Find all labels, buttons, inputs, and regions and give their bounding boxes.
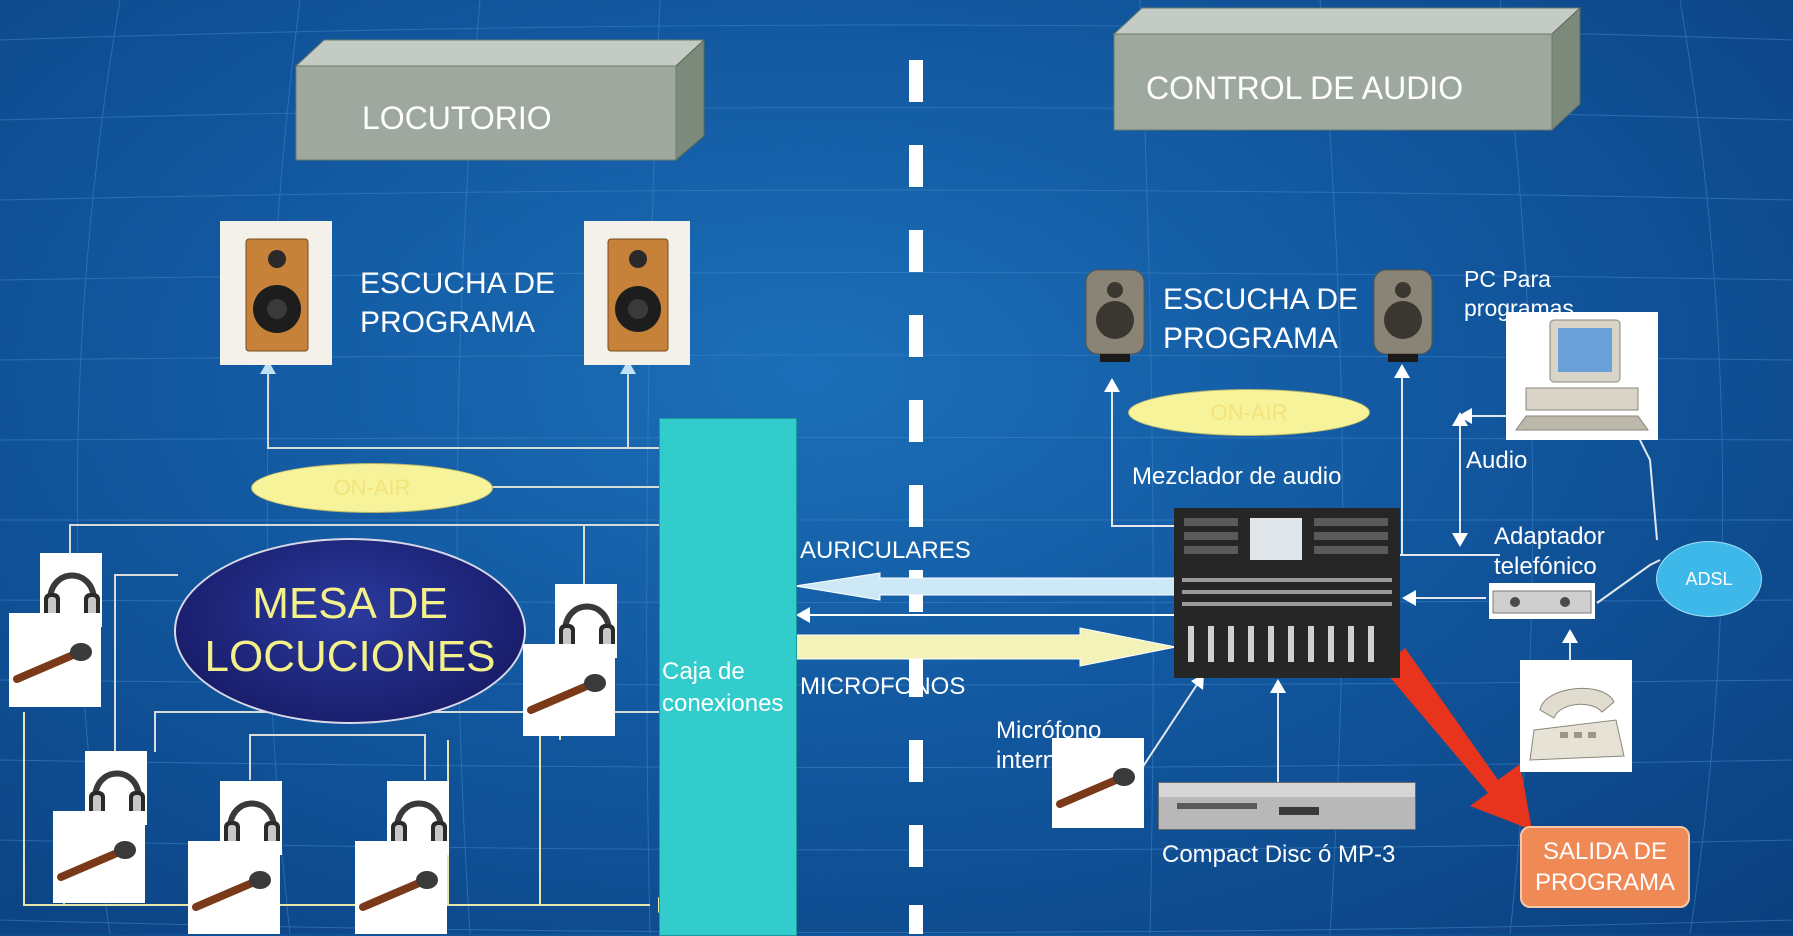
control-box xyxy=(1112,6,1582,132)
adsl-node: ADSL xyxy=(1656,541,1762,617)
auriculares-label: AURICULARES xyxy=(800,537,971,564)
left-speaker-1 xyxy=(220,221,332,365)
caja-conexiones xyxy=(659,418,797,936)
computer-icon xyxy=(1515,319,1649,431)
speaker-icon xyxy=(607,238,669,352)
internal-microphone-image xyxy=(1052,738,1144,828)
studio-monitor-icon xyxy=(1085,269,1145,362)
studio-monitor-icon xyxy=(1373,269,1433,362)
microphone-icon xyxy=(188,841,280,934)
audio-label: Audio xyxy=(1466,447,1528,474)
adaptador-image xyxy=(1489,583,1595,619)
caja-label: Caja de conexiones xyxy=(662,658,784,718)
cd-player-image xyxy=(1158,782,1416,830)
microphone-icon xyxy=(53,811,145,903)
locutorio-box xyxy=(294,38,706,162)
left-speaker-2 xyxy=(584,221,690,365)
right-speaker-1 xyxy=(1082,268,1148,364)
mesa-locuciones: MESA DE LOCUCIONES xyxy=(174,538,526,724)
locutorio-title: LOCUTORIO xyxy=(362,100,552,136)
speaker-icon xyxy=(245,238,309,352)
mezclador-label: Mezclador de audio xyxy=(1132,463,1342,490)
adaptador-label: Adaptador telefónico xyxy=(1494,523,1605,580)
cd-player-icon xyxy=(1159,783,1415,815)
left-monitor-label: ESCUCHA DE PROGRAMA xyxy=(360,267,556,339)
microphone-icon xyxy=(355,841,447,934)
phone-adapter-icon xyxy=(1492,590,1592,614)
microphone-icon xyxy=(523,644,615,736)
microfonos-label: MICROFONOS xyxy=(800,673,966,700)
cd-label: Compact Disc ó MP-3 xyxy=(1162,841,1396,868)
onair-right: ON-AIR xyxy=(1128,389,1370,436)
telephone-icon xyxy=(1529,687,1625,761)
microphone-icon xyxy=(1052,738,1144,828)
right-monitor-label: ESCUCHA DE PROGRAMA xyxy=(1163,283,1359,355)
control-title: CONTROL DE AUDIO xyxy=(1146,70,1464,106)
program-output-arrow xyxy=(1382,648,1532,830)
right-speaker-2 xyxy=(1370,268,1436,364)
mixer-icon xyxy=(1174,508,1400,678)
mixer-image xyxy=(1174,508,1400,678)
salida-programa: SALIDA DE PROGRAMA xyxy=(1520,826,1690,908)
microphone-icon xyxy=(9,613,101,707)
telephone-image xyxy=(1520,660,1632,772)
pc-image xyxy=(1506,312,1658,440)
onair-left: ON-AIR xyxy=(251,463,493,513)
